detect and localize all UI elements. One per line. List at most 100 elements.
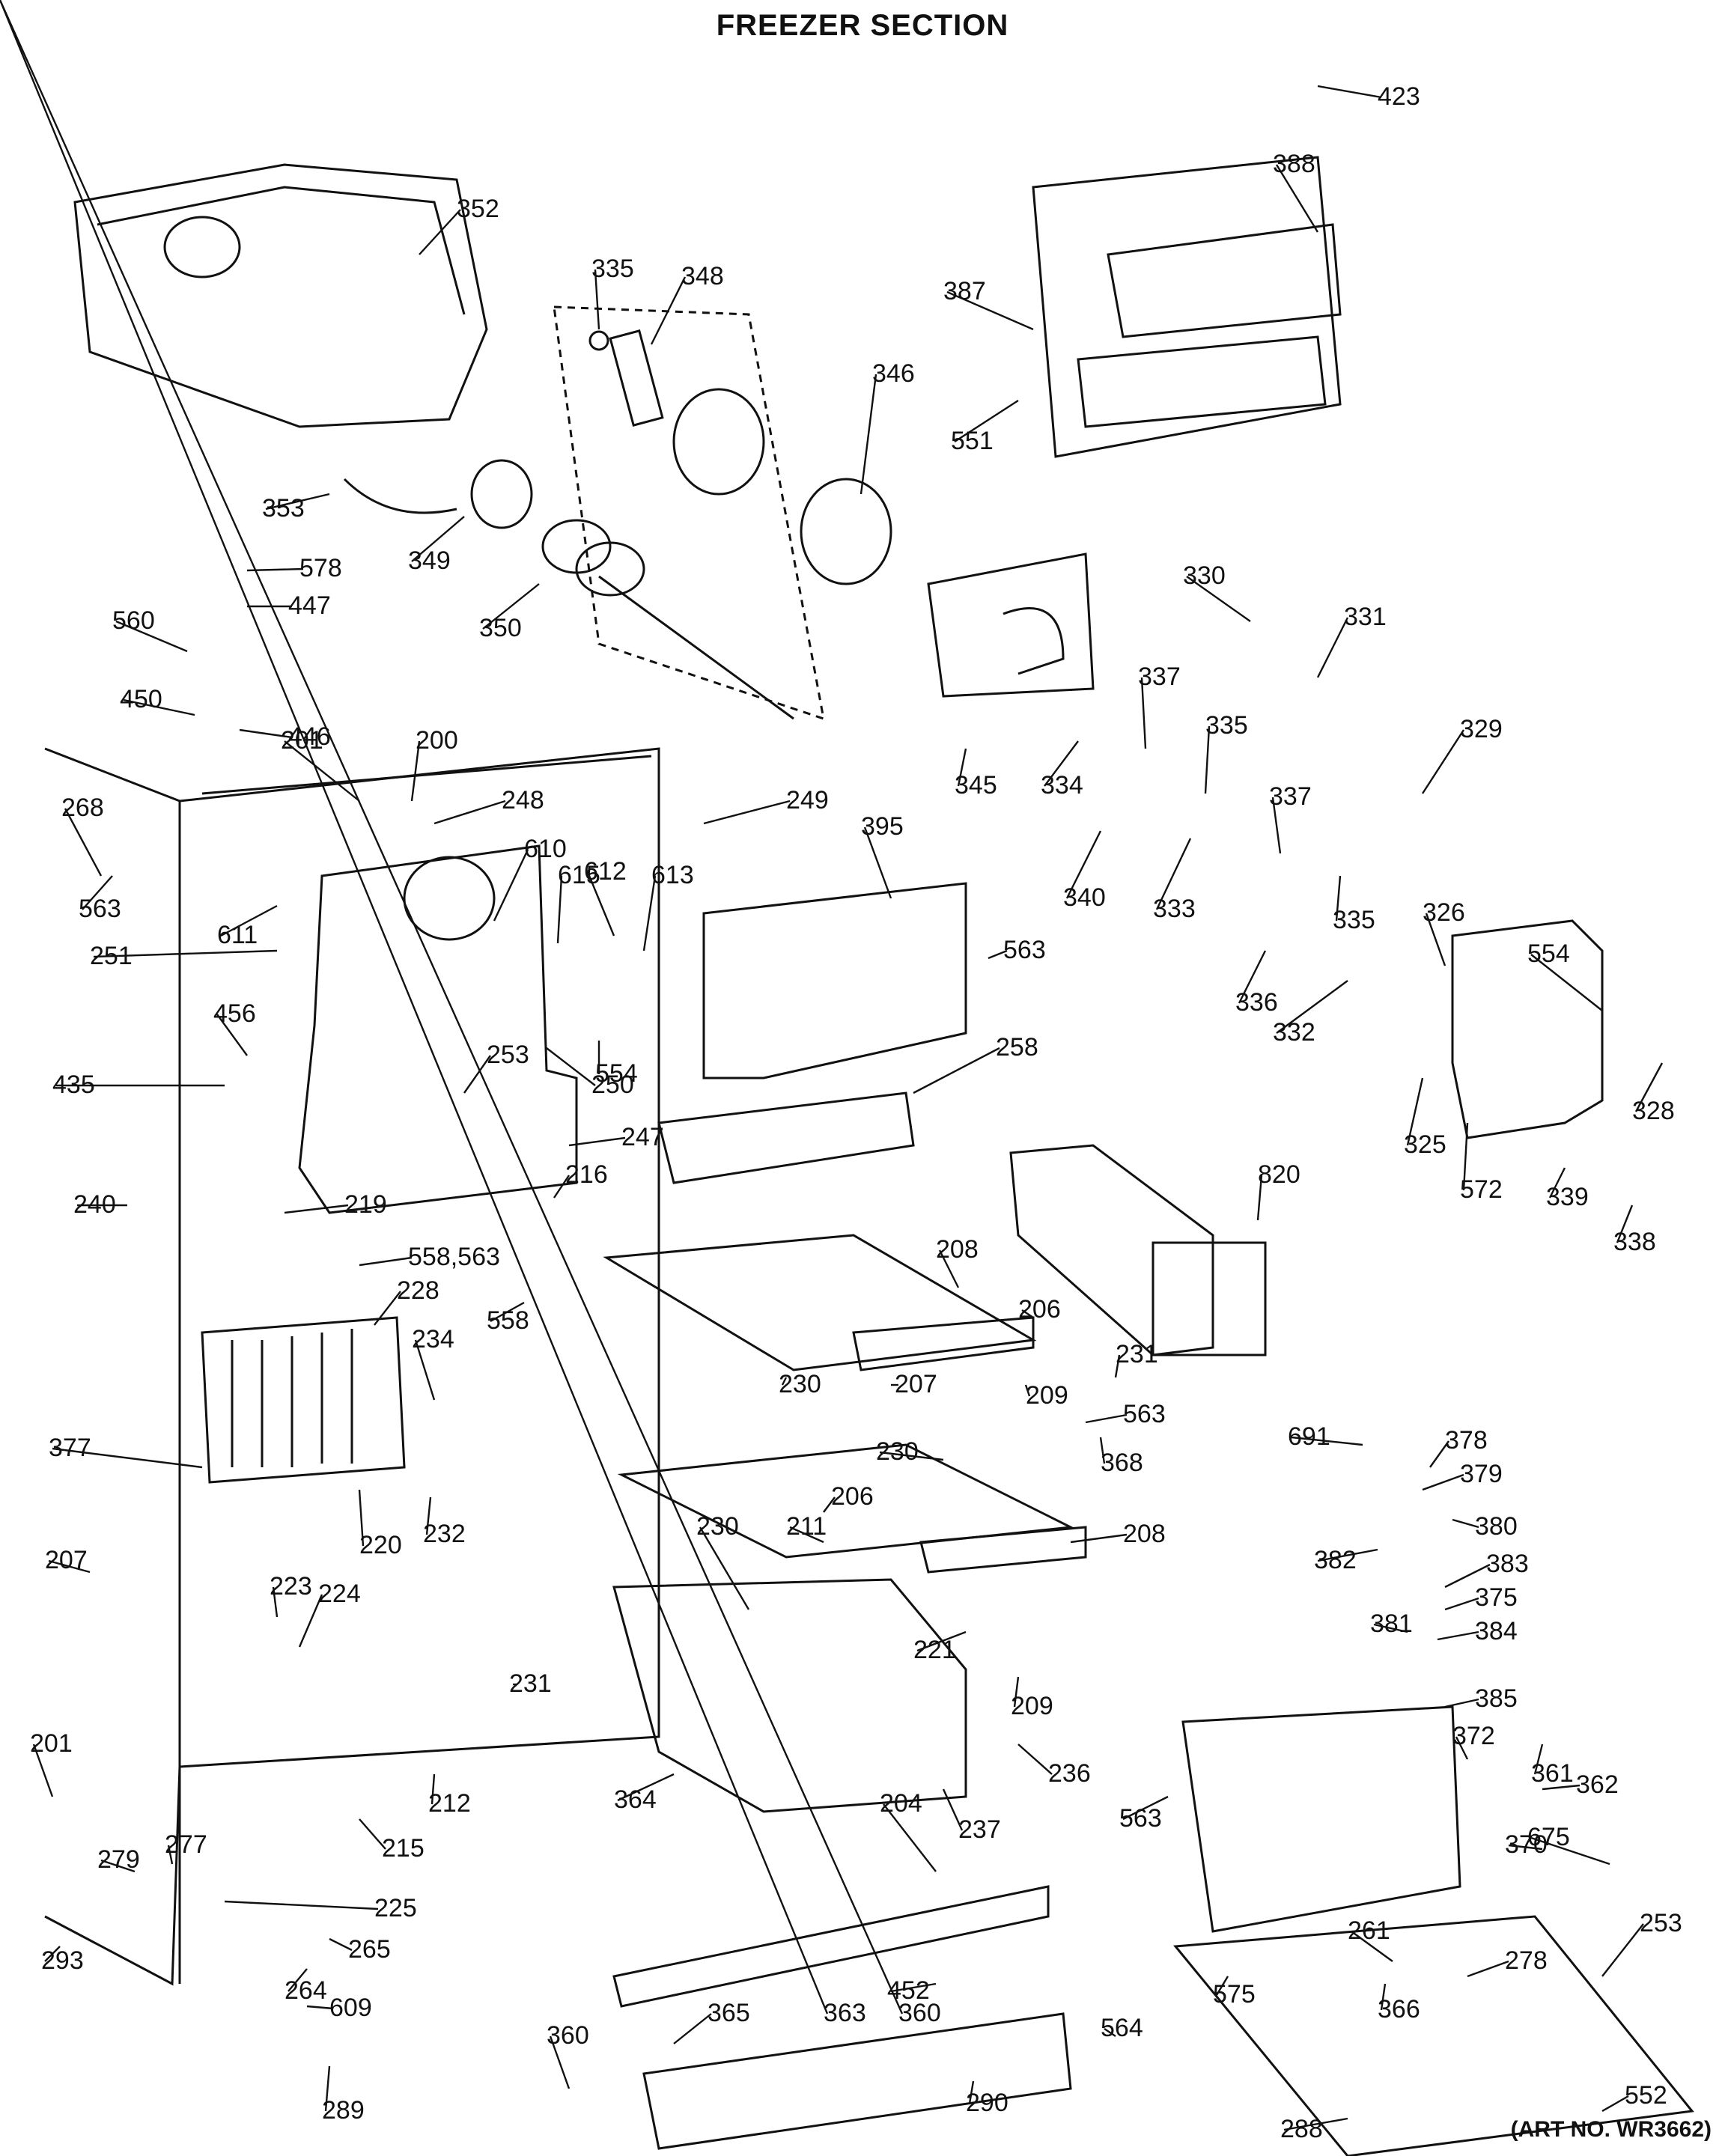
- part-callout: 223: [270, 1572, 312, 1601]
- part-callout: 240: [73, 1190, 116, 1219]
- leader-line: [1601, 2095, 1629, 2113]
- part-callout: 207: [895, 1370, 937, 1398]
- leader-line: [493, 849, 529, 922]
- part-callout: 279: [97, 1845, 140, 1874]
- part-callout: 820: [1258, 1160, 1300, 1189]
- part-callout: 201: [281, 726, 323, 755]
- leader-line: [44, 1946, 61, 1962]
- leader-line: [216, 1014, 248, 1056]
- leader-line: [1021, 1309, 1034, 1318]
- part-callout: 563: [1123, 1400, 1166, 1428]
- part-callout: 268: [61, 794, 104, 822]
- part-callout: 207: [45, 1546, 88, 1574]
- part-callout: 206: [1018, 1295, 1061, 1324]
- part-callout: 340: [1063, 883, 1106, 912]
- part-callout: 385: [1475, 1684, 1518, 1713]
- part-callout: 293: [41, 1946, 84, 1975]
- part-callout: 554: [595, 1059, 638, 1088]
- part-callout: 289: [322, 2096, 365, 2125]
- leader-line: [1204, 725, 1211, 794]
- leader-line: [1455, 1736, 1469, 1760]
- part-callout: 231: [509, 1669, 552, 1698]
- part-callout: 564: [1101, 2014, 1143, 2042]
- part-callout: 332: [1273, 1018, 1315, 1047]
- part-callout: 215: [382, 1834, 425, 1863]
- part-callout: 361: [1531, 1759, 1574, 1788]
- leader-line: [1256, 1175, 1263, 1221]
- part-callout: 388: [1273, 150, 1315, 178]
- leader-line: [946, 290, 1034, 331]
- part-callout: 331: [1344, 603, 1387, 631]
- leader-line: [1530, 1836, 1610, 1866]
- part-callout: 363: [824, 1999, 866, 2027]
- part-callout: 364: [614, 1785, 657, 1814]
- part-callout: 352: [457, 195, 499, 223]
- leader-line: [883, 1803, 937, 1872]
- leader-line: [93, 949, 278, 958]
- part-callout: 230: [876, 1437, 919, 1466]
- part-callout: 339: [1546, 1183, 1589, 1211]
- part-callout: 375: [1475, 1583, 1518, 1612]
- part-callout: 251: [90, 942, 133, 970]
- part-callout: 336: [1235, 988, 1278, 1017]
- part-callout: 381: [1370, 1610, 1413, 1638]
- leader-line: [123, 698, 195, 716]
- leader-line: [224, 1900, 379, 1910]
- air-duct-cover: [298, 844, 578, 1214]
- leader-line: [414, 1339, 436, 1401]
- leader-line: [968, 2080, 975, 2104]
- leader-line: [890, 1982, 937, 1993]
- leader-line: [374, 1291, 401, 1326]
- part-callout: 387: [943, 277, 986, 305]
- leader-line: [358, 1489, 365, 1547]
- part-callout: 234: [412, 1325, 454, 1353]
- leader-line: [1616, 1205, 1634, 1243]
- leader-line: [1099, 1437, 1106, 1464]
- part-callout: 200: [416, 726, 458, 755]
- leader-line: [1380, 1983, 1387, 2011]
- leader-line: [1275, 164, 1319, 233]
- leader-line: [938, 1249, 960, 1288]
- leader-line: [1024, 1384, 1031, 1397]
- part-callout: 278: [1505, 1946, 1548, 1975]
- leader-line: [1114, 1354, 1121, 1378]
- part-callout: 225: [374, 1894, 417, 1922]
- part-callout: 360: [547, 2021, 589, 2050]
- part-callout: 325: [1404, 1130, 1446, 1159]
- part-callout: 224: [318, 1580, 361, 1608]
- freezer-cabinet: [44, 747, 660, 1986]
- part-callout: 334: [1041, 771, 1083, 800]
- part-callout: 209: [1011, 1692, 1053, 1720]
- leader-line: [482, 583, 540, 630]
- leader-line: [1373, 1623, 1408, 1633]
- wire-shelf-lower: [617, 1443, 1087, 1574]
- leader-line: [546, 1047, 596, 1086]
- mounting-plate: [927, 552, 1095, 698]
- leader-line: [1238, 950, 1267, 1004]
- leader-line: [1070, 1533, 1128, 1544]
- leader-line: [1140, 677, 1147, 749]
- leader-line: [167, 1845, 174, 1865]
- leader-line: [329, 1937, 353, 1952]
- leader-line: [32, 1744, 54, 1797]
- base-grille: [642, 2012, 1072, 2150]
- part-callout: 338: [1613, 1228, 1656, 1256]
- ice-maker: [1009, 1144, 1267, 1356]
- ice-bucket: [73, 163, 488, 514]
- leader-line: [284, 1204, 349, 1214]
- leader-line: [1406, 1077, 1424, 1146]
- leader-line: [359, 1256, 413, 1267]
- part-callout: 384: [1475, 1617, 1518, 1645]
- leader-line: [1351, 1931, 1393, 1962]
- part-callout: 423: [1378, 82, 1420, 111]
- leader-line: [1601, 1923, 1644, 1977]
- leader-line: [288, 1968, 308, 1992]
- leader-line: [617, 1773, 675, 1802]
- art-number: (ART NO. WR3662): [1510, 2117, 1712, 2142]
- part-callout: 335: [591, 255, 634, 283]
- leader-line: [239, 728, 293, 739]
- leader-line: [942, 1788, 964, 1831]
- part-callout: 575: [1213, 1980, 1256, 2009]
- part-callout: 326: [1423, 898, 1465, 927]
